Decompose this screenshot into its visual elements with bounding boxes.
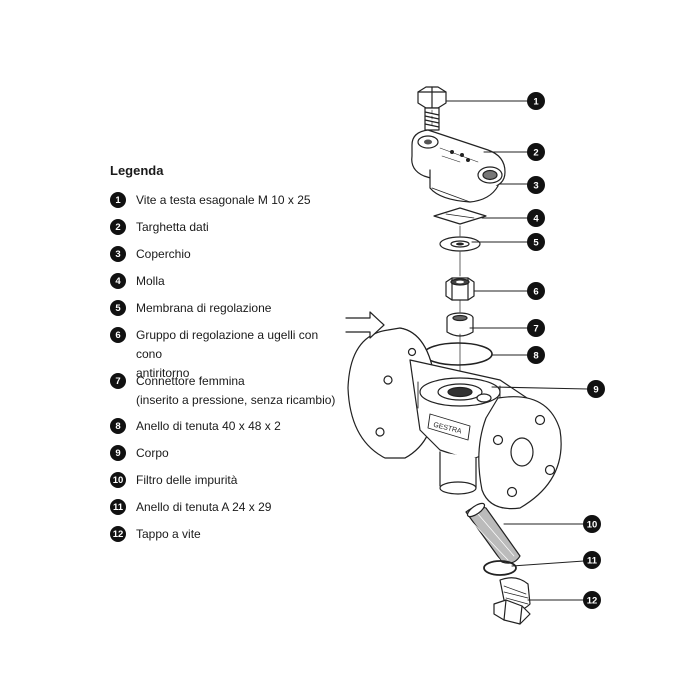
svg-text:6: 6 — [533, 287, 538, 298]
legend-label-4: Molla — [136, 274, 165, 288]
svg-text:12: 12 — [587, 596, 598, 607]
legend-badge-4: 4 — [110, 273, 126, 289]
svg-text:3: 3 — [533, 181, 538, 192]
callout-5: 5 — [527, 233, 545, 251]
legend-item-5: 5 Membrana di regolazione — [110, 299, 346, 318]
female-connector-part — [446, 312, 474, 337]
leader-lines — [445, 100, 589, 601]
legend-label-10: Filtro delle impurità — [136, 473, 238, 487]
cover-part — [411, 129, 506, 203]
screwed-plug-part — [493, 577, 531, 625]
svg-text:11: 11 — [587, 556, 598, 567]
strainer-part — [465, 502, 521, 564]
legend-badge-1: 1 — [110, 192, 126, 208]
legend-badge-2: 2 — [110, 219, 126, 235]
callout-3: 3 — [527, 176, 545, 194]
legend-label-7: Connettore femmina(inserito a pressione,… — [136, 374, 336, 407]
legend-label-8: Anello di tenuta 40 x 48 x 2 — [136, 419, 281, 433]
svg-text:1: 1 — [533, 97, 539, 108]
spring-part — [433, 207, 487, 225]
legend-badge-10: 10 — [110, 472, 126, 488]
svg-text:5: 5 — [533, 238, 539, 249]
svg-text:9: 9 — [593, 385, 598, 396]
svg-text:2: 2 — [533, 148, 538, 159]
legend-label-11: Anello di tenuta A 24 x 29 — [136, 500, 272, 514]
svg-text:10: 10 — [587, 520, 598, 531]
svg-text:8: 8 — [533, 351, 538, 362]
legend-item-9: 9 Corpo — [110, 444, 346, 463]
legend-item-6: 6 Gruppo di regolazione a ugelli con con… — [110, 326, 346, 383]
callout-10: 10 — [583, 515, 601, 533]
legend-badge-12: 12 — [110, 526, 126, 542]
legend-item-11: 11 Anello di tenuta A 24 x 29 — [110, 498, 346, 517]
callout-2: 2 — [527, 143, 545, 161]
legend-badge-7: 7 — [110, 373, 126, 389]
seal-ring-part — [423, 342, 493, 366]
legend-item-4: 4 Molla — [110, 272, 346, 291]
callout-8: 8 — [527, 346, 545, 364]
legend-title: Legenda — [110, 163, 164, 178]
callout-9: 9 — [587, 380, 605, 398]
legend-label-3: Coperchio — [136, 247, 191, 261]
legend-label-5: Membrana di regolazione — [136, 301, 272, 315]
legend-label-12: Tappo a vite — [136, 527, 201, 541]
legend-badge-8: 8 — [110, 418, 126, 434]
callout-6: 6 — [527, 282, 545, 300]
legend-badge-3: 3 — [110, 246, 126, 262]
sealing-ring-part — [483, 560, 517, 576]
svg-text:7: 7 — [533, 324, 538, 335]
legend-label-1: Vite a testa esagonale M 10 x 25 — [136, 193, 311, 207]
valve-body-part — [347, 327, 562, 510]
legend-item-10: 10 Filtro delle impurità — [110, 471, 346, 490]
legend-badge-11: 11 — [110, 499, 126, 515]
svg-text:4: 4 — [533, 214, 539, 225]
callout-12: 12 — [583, 591, 601, 609]
legend-item-12: 12 Tappo a vite — [110, 525, 346, 544]
legend-badge-9: 9 — [110, 445, 126, 461]
diaphragm-part — [439, 236, 481, 252]
legend-badge-5: 5 — [110, 300, 126, 316]
legend-item-2: 2 Targhetta dati — [110, 218, 346, 237]
nozzle-regulator-part — [445, 277, 475, 301]
legend-label-2: Targhetta dati — [136, 220, 209, 234]
callout-4: 4 — [527, 209, 545, 227]
callout-11: 11 — [583, 551, 601, 569]
legend-item-7: 7 Connettore femmina(inserito a pression… — [110, 372, 346, 410]
legend-label-9: Corpo — [136, 446, 169, 460]
legend-item-1: 1 Vite a testa esagonale M 10 x 25 — [110, 191, 346, 210]
callout-1: 1 — [527, 92, 545, 110]
legend-badge-6: 6 — [110, 327, 126, 343]
legend-item-8: 8 Anello di tenuta 40 x 48 x 2 — [110, 417, 346, 436]
flow-direction-arrow — [345, 311, 385, 339]
legend-item-3: 3 Coperchio — [110, 245, 346, 264]
callout-7: 7 — [527, 319, 545, 337]
